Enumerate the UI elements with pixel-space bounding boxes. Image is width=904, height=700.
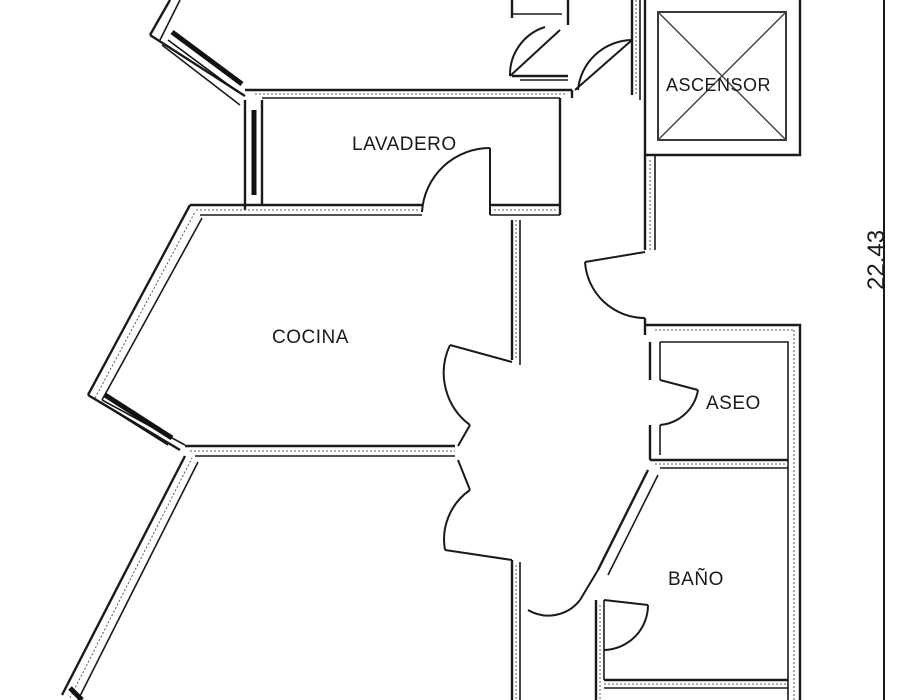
windows bbox=[68, 29, 257, 700]
room-label-cocina: COCINA bbox=[272, 327, 349, 348]
dimension-value: 22.43 bbox=[863, 230, 890, 290]
dimension-annotation: 22.43 bbox=[863, 0, 890, 700]
room-label-aseo: ASEO bbox=[706, 393, 761, 414]
walls bbox=[60, 0, 802, 700]
wall-hatching bbox=[69, 0, 795, 700]
room-label-lavadero: LAVADERO bbox=[352, 134, 457, 155]
elevator bbox=[657, 11, 787, 141]
doors bbox=[421, 26, 699, 651]
room-label-ascensor: ASCENSOR bbox=[666, 75, 771, 95]
room-label-bano: BAÑO bbox=[668, 568, 724, 590]
